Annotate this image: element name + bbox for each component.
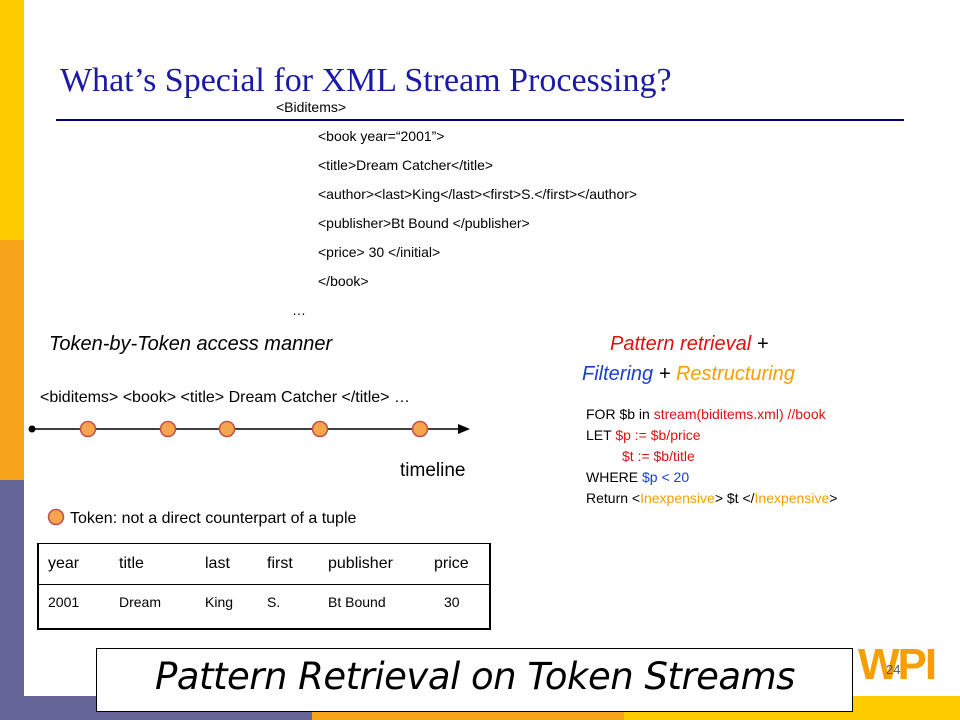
table-header-publisher: publisher — [328, 555, 393, 572]
query-line-where: WHERE $p < 20 — [586, 469, 689, 485]
query-return-tag: Inexpensive — [754, 490, 830, 506]
query-return-close: > — [829, 490, 838, 506]
query-line-let: LET $p := $b/price — [586, 427, 701, 443]
xml-line-book: <book year=“2001”> — [318, 128, 445, 144]
token-circle — [311, 420, 329, 438]
plus-sign: + — [751, 333, 769, 355]
table-cell-first: S. — [267, 594, 281, 610]
table-cell-price: 30 — [444, 594, 460, 610]
restructuring-label: Restructuring — [675, 363, 795, 385]
left-bar-purple — [0, 480, 24, 720]
pattern-heading-line2: Filtering + Restructuring — [582, 363, 795, 386]
tuple-table-divider — [39, 584, 489, 585]
query-let-price: $p := $b/price — [615, 427, 701, 443]
left-bar-orange — [0, 240, 24, 480]
timeline-arrowhead — [458, 424, 470, 434]
plus-sign: + — [653, 363, 676, 385]
filtering-label: Filtering — [582, 363, 654, 385]
query-where-condition: $p < 20 — [642, 469, 690, 485]
token-legend-text: Token: not a direct counterpart of a tup… — [70, 510, 357, 527]
title-underline — [56, 119, 904, 121]
xml-ellipsis: … — [292, 302, 306, 318]
xml-line-author: <author><last>King</last><first>S.</firs… — [318, 186, 638, 202]
wpi-logo: WPI — [858, 640, 937, 689]
xml-line-title: <title>Dream Catcher</title> — [318, 157, 494, 173]
pattern-retrieval-label: Pattern retrieval — [610, 333, 752, 355]
table-header-year: year — [48, 555, 80, 572]
table-header-first: first — [267, 555, 293, 572]
query-line-let-title: $t := $b/title — [622, 448, 695, 464]
query-return-tag: Inexpensive — [640, 490, 715, 506]
page-number: 24 — [886, 662, 901, 677]
table-cell-last: King — [205, 594, 234, 610]
xml-line-price: <price> 30 </initial> — [318, 244, 441, 260]
query-return-var: > $t </ — [714, 490, 755, 506]
table-cell-title: Dream — [119, 594, 162, 610]
query-keyword: LET — [586, 427, 616, 443]
table-cell-year: 2001 — [48, 594, 80, 610]
left-bar-yellow — [0, 0, 24, 240]
tuple-table: year title last first publisher price 20… — [37, 543, 491, 630]
timeline-label: timeline — [400, 460, 466, 481]
token-circle — [411, 420, 429, 438]
token-circle — [79, 420, 97, 438]
token-legend-icon — [47, 508, 65, 526]
table-header-price: price — [434, 555, 469, 572]
slide-title: What’s Special for XML Stream Processing… — [60, 62, 672, 99]
xml-line-book-close: </book> — [318, 273, 369, 289]
token-stream-text: <biditems> <book> <title> Dream Catcher … — [40, 389, 410, 406]
footer-box — [96, 648, 853, 712]
timeline-diagram — [28, 420, 470, 438]
query-line-for: FOR $b in stream(biditems.xml) //book — [586, 406, 826, 422]
xml-line-publisher: <publisher>Bt Bound </publisher> — [318, 215, 530, 231]
footer-title: Pattern Retrieval on Token Streams — [155, 655, 795, 698]
token-access-heading: Token-by-Token access manner — [49, 333, 333, 355]
query-keyword: WHERE — [586, 469, 642, 485]
table-header-title: title — [119, 555, 144, 572]
xml-line-biditems: <Biditems> — [276, 99, 347, 115]
query-keyword: Return < — [586, 490, 641, 506]
query-stream-path: stream(biditems.xml) //book — [653, 406, 826, 422]
timeline-start-dot — [28, 425, 36, 433]
query-keyword: FOR $b in — [586, 406, 654, 422]
token-circle — [159, 420, 177, 438]
token-circle — [218, 420, 236, 438]
table-cell-publisher: Bt Bound — [328, 594, 386, 610]
table-header-last: last — [205, 555, 230, 572]
pattern-heading-line1: Pattern retrieval + — [610, 333, 768, 356]
query-line-return: Return <Inexpensive> $t </Inexpensive> — [586, 490, 837, 506]
